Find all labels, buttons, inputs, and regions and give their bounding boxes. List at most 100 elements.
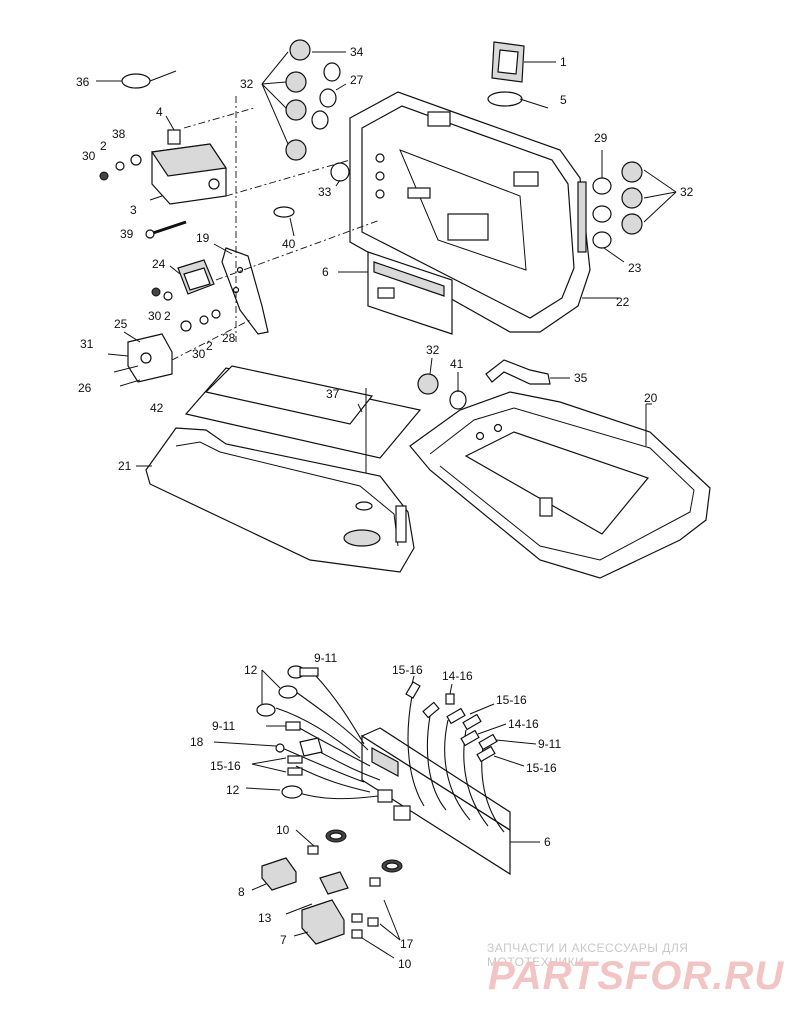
- callout-29: 29: [594, 131, 608, 145]
- callout-12: 12: [244, 663, 258, 677]
- part-terminal-9-11-mid: [266, 721, 301, 731]
- callout-30: 30: [148, 309, 162, 323]
- callout-15-16: 15-16: [526, 761, 557, 775]
- part-grommet-41: [449, 372, 467, 410]
- callout-30: 30: [82, 149, 96, 163]
- callout-8: 8: [238, 885, 245, 899]
- part-clip-1: [491, 41, 556, 83]
- callout-38: 38: [112, 127, 126, 141]
- callout-23: 23: [628, 261, 642, 275]
- watermark-tagline: ЗАПЧАСТИ И АКСЕССУАРЫ ДЛЯ МОТОТЕХНИКИ: [487, 941, 689, 969]
- callout-24: 24: [152, 257, 166, 271]
- part-cable-tie-36: [96, 70, 177, 89]
- part-module-24: [169, 259, 215, 295]
- part-relay-3: [149, 129, 228, 205]
- part-rollers-32-left: [261, 39, 311, 161]
- watermark-logo: PARTSFOR.RU: [488, 954, 785, 998]
- part-bracket-19: [213, 243, 269, 335]
- callout-39: 39: [120, 227, 134, 241]
- part-sleeves-15-16-left: [251, 755, 303, 776]
- part-terminal-14-16-top: [445, 683, 455, 705]
- part-seal-strip-35: [485, 359, 570, 385]
- part-terminal-14-16-mid: [460, 723, 507, 747]
- part-fuse-holder-13: [285, 859, 403, 915]
- callout-33: 33: [318, 185, 332, 199]
- part-ring-terminal-12-mid: [256, 703, 276, 717]
- callout-3: 3: [130, 203, 137, 217]
- callout-14-16: 14-16: [442, 669, 473, 683]
- callout-labels: 1 5 34 27 32 36 4 38 2 30 3 39 33 40 29 …: [76, 45, 694, 971]
- callout-32: 32: [240, 77, 254, 91]
- callout-30: 30: [192, 347, 206, 361]
- part-fuses-17: [351, 899, 401, 941]
- part-fuse-block-7: [293, 899, 345, 945]
- part-fuse-10-low: [351, 929, 395, 959]
- part-control-board-6: [360, 727, 540, 876]
- callout-6: 6: [544, 835, 551, 849]
- part-sleeves-15-16-right: [446, 703, 495, 731]
- callout-21: 21: [118, 459, 132, 473]
- callout-28: 28: [222, 331, 236, 345]
- callout-6: 6: [322, 265, 329, 279]
- callout-17: 17: [400, 937, 414, 951]
- part-pad-42: [184, 365, 422, 498]
- part-sleeves-15-16-low: [476, 745, 525, 767]
- callout-42: 42: [150, 401, 164, 415]
- part-circuit-board-6-upper: [338, 251, 453, 335]
- callout-4: 4: [156, 105, 163, 119]
- part-housing-20: [409, 391, 711, 579]
- callout-36: 36: [76, 75, 90, 89]
- callout-2: 2: [206, 339, 213, 353]
- part-grommets-34-27-33: [311, 51, 350, 187]
- part-terminal-18: [213, 737, 323, 757]
- part-fuse-block-8: [251, 857, 297, 891]
- part-terminal-9-11-right: [478, 733, 537, 751]
- part-fuse-holder-10-top: [295, 829, 347, 855]
- callout-32: 32: [680, 185, 694, 199]
- callout-2: 2: [164, 309, 171, 323]
- callout-7: 7: [280, 933, 287, 947]
- callout-41: 41: [450, 357, 464, 371]
- part-tray-21: [136, 427, 415, 573]
- callout-15-16: 15-16: [392, 663, 423, 677]
- callout-15-16: 15-16: [210, 759, 241, 773]
- callout-19: 19: [196, 231, 210, 245]
- callout-18: 18: [190, 735, 204, 749]
- callout-34: 34: [350, 45, 364, 59]
- callout-14-16: 14-16: [508, 717, 539, 731]
- part-sleeves-15-16-top: [405, 675, 440, 719]
- part-roller-32-lower: [417, 357, 439, 395]
- part-ring-terminal-12-low: [245, 785, 303, 799]
- part-terminal-9-11-top: [287, 665, 319, 679]
- callout-10: 10: [398, 957, 412, 971]
- callout-25: 25: [114, 317, 128, 331]
- part-solenoid-25: [107, 331, 173, 387]
- callout-10: 10: [276, 823, 290, 837]
- callout-37: 37: [326, 387, 340, 401]
- callout-20: 20: [644, 391, 658, 405]
- callout-2: 2: [100, 139, 107, 153]
- callout-9-11: 9-11: [538, 737, 561, 751]
- part-ring-terminal-12-top: [261, 669, 298, 704]
- callout-9-11: 9-11: [314, 651, 337, 665]
- callout-12: 12: [226, 783, 240, 797]
- callout-31: 31: [80, 337, 94, 351]
- part-washers-38-2-30: [99, 115, 175, 181]
- callout-40: 40: [282, 237, 296, 251]
- callout-32: 32: [426, 343, 440, 357]
- part-clip-40: [273, 206, 295, 237]
- callout-5: 5: [560, 93, 567, 107]
- part-cable-tie-5: [487, 91, 549, 109]
- part-screw-39: [145, 220, 187, 239]
- callout-15-16: 15-16: [496, 693, 527, 707]
- callout-27: 27: [350, 73, 364, 87]
- callout-26: 26: [78, 381, 92, 395]
- callout-35: 35: [574, 371, 588, 385]
- part-nuts-30-2-28: [151, 287, 221, 332]
- callout-22: 22: [616, 295, 630, 309]
- part-rollers-32-right: [592, 150, 677, 263]
- callout-13: 13: [258, 911, 272, 925]
- callout-9-11: 9-11: [212, 719, 235, 733]
- callout-1: 1: [560, 55, 567, 69]
